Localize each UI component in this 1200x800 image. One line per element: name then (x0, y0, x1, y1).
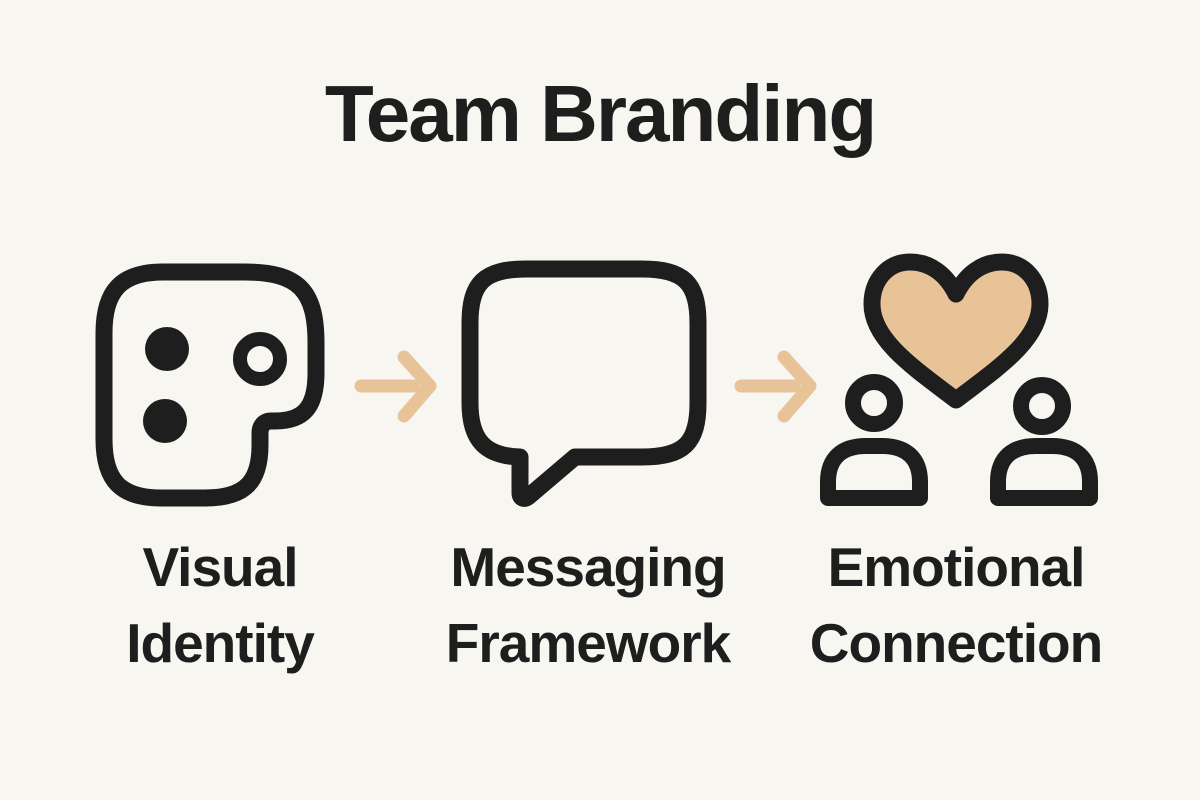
palette-icon (95, 263, 325, 507)
step-label-visual-identity: Visual Identity (126, 536, 315, 674)
person-right (989, 377, 1098, 506)
step-messaging-framework: Messaging Framework (418, 248, 758, 682)
speech-bubble-icon-box (418, 248, 758, 516)
person-left (819, 374, 928, 506)
speech-bubble-icon (461, 260, 707, 507)
heart-shape (863, 253, 1048, 409)
arrow-right-icon (734, 350, 817, 423)
palette-dot-bottom (143, 399, 187, 443)
heart-people-icon-box (786, 248, 1126, 516)
palette-dot-top (145, 327, 189, 371)
step-emotional-connection: Emotional Connection (786, 248, 1126, 682)
page-title: Team Branding (324, 69, 877, 158)
palette-icon-box (50, 248, 390, 516)
step-visual-identity: Visual Identity (50, 248, 390, 682)
step-label-messaging-framework: Messaging Framework (445, 536, 731, 674)
step-label-emotional-connection: Emotional Connection (809, 536, 1103, 674)
arrow-right-icon (354, 350, 437, 423)
heart-people-icon (819, 253, 1098, 506)
